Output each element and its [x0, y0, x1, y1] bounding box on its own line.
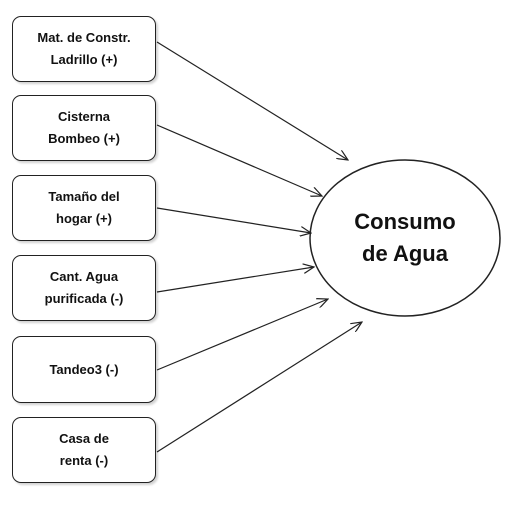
outcome-node: Consumo de Agua: [310, 160, 500, 316]
outcome-label: Consumo de Agua: [354, 209, 456, 266]
arrow-factor-4: [156, 267, 314, 293]
factor-label: Cant. Agua purificada (-): [44, 269, 124, 306]
factor-label: Cisterna Bombeo (+): [48, 109, 120, 146]
factor-label: Casa de renta (-): [59, 431, 109, 468]
arrow-factor-1: [156, 41, 348, 160]
factor-box-material: Mat. de Constr. Ladrillo (+): [12, 16, 156, 82]
factor-box-tandeo: Tandeo3 (-): [12, 336, 156, 403]
arrow-factor-6: [156, 322, 362, 453]
arrow-factor-2: [156, 124, 322, 196]
outcome-ellipse: [309, 159, 501, 317]
factor-box-cisterna: Cisterna Bombeo (+): [12, 95, 156, 161]
factor-box-tamano-hogar: Tamaño del hogar (+): [12, 175, 156, 241]
arrow-factor-3: [156, 207, 311, 233]
arrow-factor-5: [156, 299, 328, 371]
factor-label: Mat. de Constr. Ladrillo (+): [37, 30, 131, 67]
factor-box-agua-purificada: Cant. Agua purificada (-): [12, 255, 156, 321]
factor-label: Tamaño del hogar (+): [48, 189, 120, 226]
factor-box-casa-renta: Casa de renta (-): [12, 417, 156, 483]
factor-label: Tandeo3 (-): [49, 361, 119, 377]
